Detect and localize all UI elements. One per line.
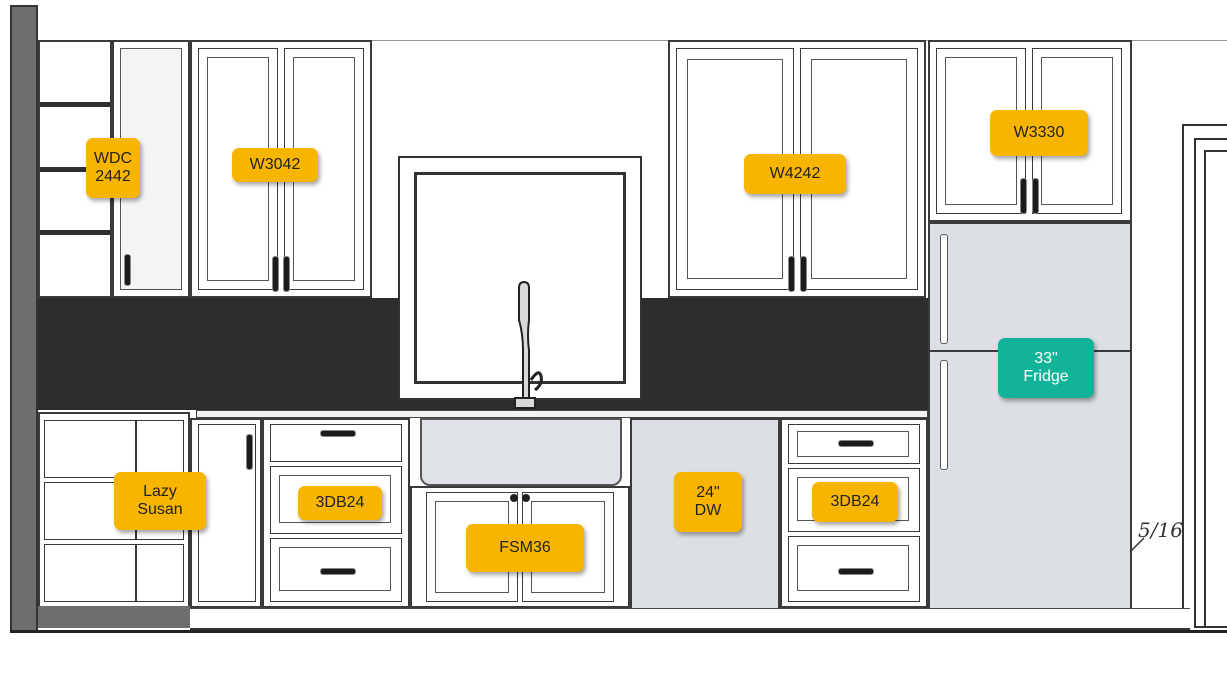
drawer <box>270 538 402 602</box>
drawer-handle <box>320 568 356 575</box>
knob <box>510 494 518 502</box>
door-handle <box>283 256 290 292</box>
fridge <box>928 222 1132 628</box>
door-handle <box>1032 178 1039 214</box>
dimension-text: 5/16 <box>1138 518 1183 542</box>
window-pane <box>414 172 626 384</box>
farmhouse-sink-apron <box>420 418 622 486</box>
faucet-icon <box>514 280 543 409</box>
label-w3330: W3330 <box>990 110 1088 156</box>
countertop <box>196 410 928 418</box>
door-handle <box>1020 178 1027 214</box>
drawer-handle <box>320 430 356 437</box>
drawer <box>788 424 920 464</box>
fridge-handle <box>940 234 948 344</box>
fsm36-cabinet <box>410 486 630 608</box>
label-w3042: W3042 <box>232 148 318 182</box>
door-handle <box>788 256 795 292</box>
drawer-panel <box>44 420 136 478</box>
fridge-handle <box>940 360 948 470</box>
label-3db24-left: 3DB24 <box>298 486 382 520</box>
label-fridge: 33" Fridge <box>998 338 1094 398</box>
drawer-panel <box>136 420 184 478</box>
label-w4242: W4242 <box>744 154 846 194</box>
left-wall <box>10 5 38 632</box>
ceiling-line <box>38 40 1227 41</box>
shelf-divider <box>40 230 110 235</box>
label-wdc2442: WDC 2442 <box>86 138 140 198</box>
door-handle <box>124 254 131 286</box>
door-handle <box>272 256 279 292</box>
doorway <box>1182 124 1227 632</box>
shelf-divider <box>40 167 110 172</box>
label-3db24-right: 3DB24 <box>812 482 898 522</box>
shelf-divider <box>40 102 110 107</box>
drawer-panel <box>136 544 184 602</box>
label-lazy-susan: Lazy Susan <box>114 472 206 530</box>
drawer-panel <box>44 544 136 602</box>
toe-kick <box>38 606 190 628</box>
drawer-handle <box>838 568 874 575</box>
door-handle <box>800 256 807 292</box>
drawer-handle <box>838 440 874 447</box>
knob <box>522 494 530 502</box>
door-handle <box>246 434 253 470</box>
window-frame <box>398 156 642 400</box>
label-fsm36: FSM36 <box>466 524 584 572</box>
dimension-leader <box>1129 537 1145 553</box>
base-toe <box>190 608 1190 630</box>
floor-line <box>10 630 1227 633</box>
drawer <box>270 466 402 534</box>
3db24-left-cabinet <box>262 418 410 608</box>
w3042-cabinet <box>190 40 372 298</box>
label-dw: 24" DW <box>674 472 742 532</box>
